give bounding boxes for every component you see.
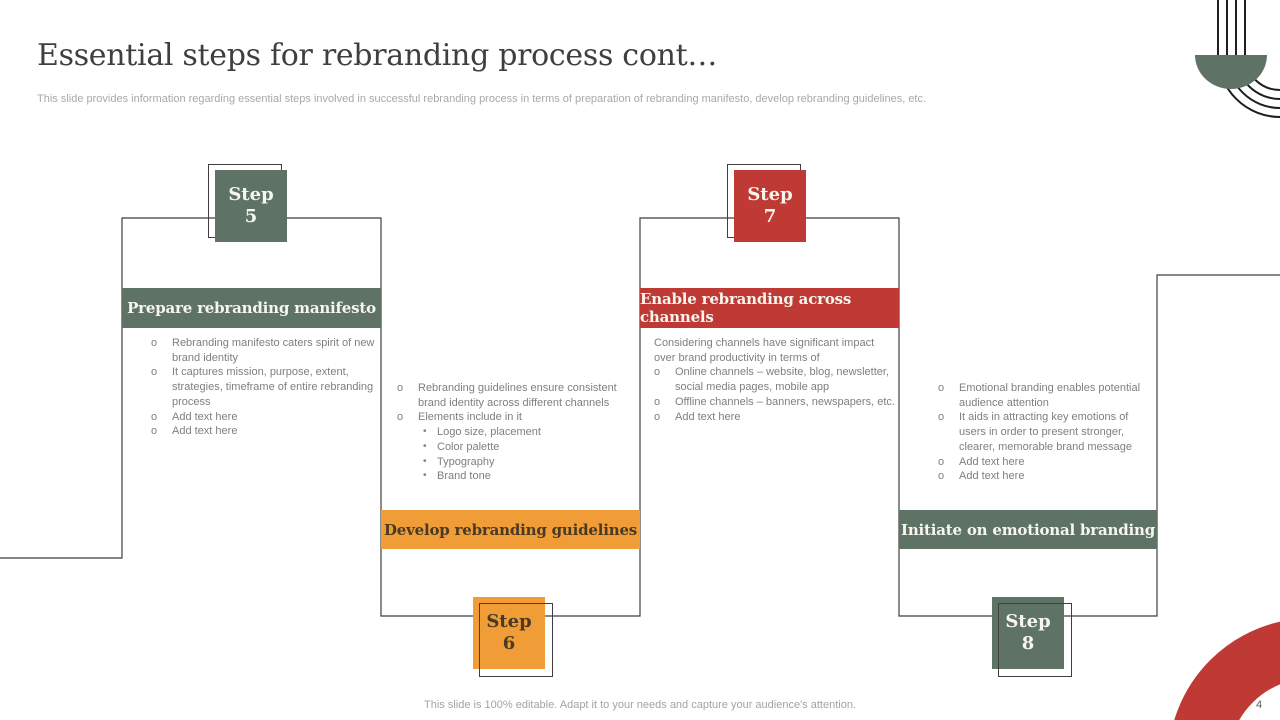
step-number: 5 — [244, 206, 258, 227]
bullet-marker: o — [151, 410, 158, 423]
step-header-bar: Enable rebranding across channels — [640, 288, 899, 328]
bullet-text: Offline channels – banners, newspapers, … — [675, 395, 895, 408]
bullet-marker: o — [938, 411, 945, 424]
step-word: Step — [228, 184, 274, 206]
bullet-text: Online channels – website, blog, newslet… — [675, 366, 890, 394]
bullet-marker: o — [397, 411, 404, 424]
step-bullet-list: o Rebranding guidelines ensure consistent… — [397, 381, 637, 484]
step-header-bar: Initiate on emotional branding — [899, 510, 1157, 549]
bullet-item: o Add text here — [151, 424, 377, 439]
bullet-text: Considering channels have significant im… — [654, 337, 875, 364]
bullet-text: Brand tone — [437, 470, 491, 483]
bullet-text: Rebranding manifesto caters spirit of ne… — [172, 337, 375, 364]
half-circle-decoration — [1195, 55, 1267, 89]
bullet-marker: o — [938, 470, 945, 483]
page-number: 4 — [1255, 699, 1263, 711]
step-number: 7 — [763, 206, 777, 227]
bullet-marker: o — [938, 382, 945, 394]
bullet-item: o It captures mission, purpose, extent, s… — [151, 365, 377, 409]
bullet-marker: • — [423, 455, 427, 467]
bullet-marker: o — [151, 366, 158, 379]
step-header-bar: Prepare rebranding manifesto — [122, 288, 381, 328]
bullet-text: It captures mission, purpose, extent, st… — [172, 366, 374, 408]
step-word: Step — [747, 184, 793, 206]
bullet-item: o It aids in attracting key emotions of u… — [938, 410, 1154, 454]
bullet-text: Elements include in it — [418, 411, 522, 424]
step-header-bar: Develop rebranding guidelines — [381, 510, 640, 549]
bullet-item: • Typography — [423, 455, 637, 470]
bullet-item: o Elements include in it — [397, 410, 637, 425]
step-number-outline-square — [998, 603, 1072, 677]
page-title: Essential steps for rebranding process c… — [37, 38, 718, 73]
page-subtitle: This slide provides information regardin… — [37, 93, 927, 105]
bullet-marker: o — [397, 382, 404, 394]
bullet-text: Add text here — [675, 410, 741, 423]
bullet-text: Add text here — [959, 455, 1025, 468]
bullet-text: It aids in attracting key emotions of us… — [959, 411, 1133, 453]
step-bullet-list: o Rebranding manifesto caters spirit of n… — [151, 336, 377, 439]
step-number-square: Step 7 — [734, 170, 806, 242]
bullet-text: Logo size, placement — [437, 426, 541, 439]
bullet-marker: • — [423, 440, 427, 452]
step-word: Step — [486, 611, 532, 633]
bullet-item: o Rebranding manifesto caters spirit of n… — [151, 336, 377, 365]
bullet-item: o Add text here — [654, 410, 896, 425]
bullet-text: Add text here — [172, 425, 238, 438]
step-bullet-list: o Emotional branding enables potential au… — [938, 381, 1154, 484]
bullet-item: • Logo size, placement — [423, 425, 637, 440]
step-number: 8 — [1021, 633, 1035, 654]
bullet-item: o Add text here — [938, 455, 1154, 470]
bullet-text: Typography — [437, 455, 495, 468]
bullet-item: o Add text here — [938, 469, 1154, 484]
footer-note: This slide is 100% editable. Adapt it to… — [424, 699, 856, 711]
bullet-item: o Rebranding guidelines ensure consistent… — [397, 381, 637, 410]
bullet-marker: o — [938, 455, 945, 468]
step-number-outline-square — [479, 603, 553, 677]
bullet-item: o Add text here — [151, 410, 377, 425]
bullet-item: • Brand tone — [423, 469, 637, 484]
bullet-marker: o — [654, 410, 661, 423]
bullet-item: Considering channels have significant im… — [654, 336, 896, 365]
bullet-item: o Online channels – website, blog, newsle… — [654, 365, 896, 394]
step-bullet-list: Considering channels have significant im… — [654, 336, 896, 424]
bullet-marker: o — [151, 425, 158, 438]
bullet-text: Add text here — [172, 410, 238, 423]
step-word: Step — [1005, 611, 1051, 633]
bullet-text: Rebranding guidelines ensure consistent … — [418, 382, 617, 409]
bullet-item: o Offline channels – banners, newspapers,… — [654, 395, 896, 410]
bullet-item: o Emotional branding enables potential au… — [938, 381, 1154, 410]
bullet-marker: o — [654, 366, 661, 379]
bullet-text: Add text here — [959, 470, 1025, 483]
bullet-marker: • — [423, 470, 427, 482]
bullet-marker: • — [423, 426, 427, 438]
step-number: 6 — [502, 633, 516, 654]
bullet-item: • Color palette — [423, 440, 637, 455]
bullet-marker: o — [151, 337, 158, 349]
bullet-text: Emotional branding enables potential aud… — [959, 382, 1141, 409]
step-number-square: Step 5 — [215, 170, 287, 242]
bullet-marker: o — [654, 395, 661, 408]
bullet-text: Color palette — [437, 440, 500, 453]
corner-arcs-decoration — [1195, 0, 1280, 118]
